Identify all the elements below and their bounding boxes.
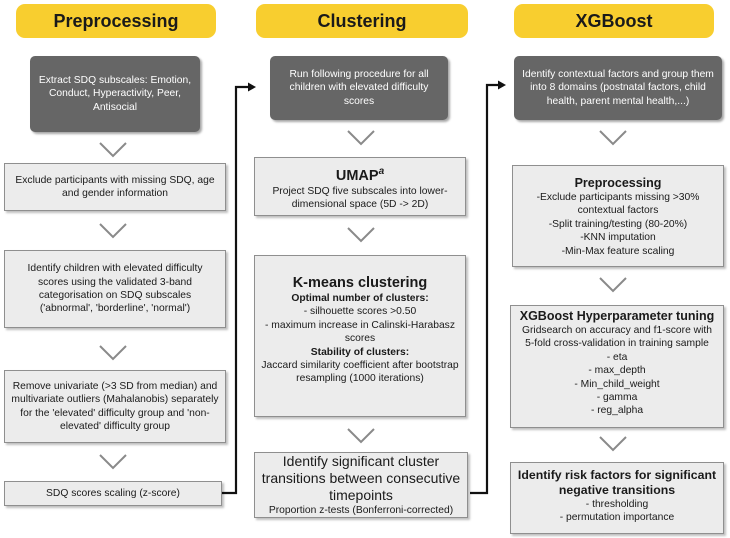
clu-umap-superscript: a	[378, 166, 385, 177]
chevron-down-icon	[99, 454, 127, 470]
xgb-param-reg-alpha: - reg_alpha	[590, 405, 644, 417]
clu-umap-box: UMAPa Project SDQ five subscales into lo…	[254, 157, 466, 216]
connector-clu-to-xgb	[470, 83, 500, 495]
connector-arrowhead-xgb	[498, 80, 506, 90]
pre-exclude-box: Exclude participants with missing SDQ, a…	[4, 163, 226, 211]
xgb-tuning-box: XGBoost Hyperparameter tuning Gridsearch…	[510, 305, 724, 428]
chevron-down-icon	[99, 142, 127, 158]
xgb-param-eta: - eta	[606, 351, 628, 363]
xgb-param-min-child-weight: - Min_child_weight	[574, 378, 660, 390]
xgb-riskfactors-thresholding: - thresholding	[585, 499, 649, 510]
clu-kmeans-title: K-means clustering	[292, 275, 428, 291]
chevron-down-icon	[599, 130, 627, 146]
connector-pre-to-clu	[222, 85, 250, 495]
pre-scaling-text: SDQ scores scaling (z-score)	[46, 487, 180, 499]
xgb-tuning-title: XGBoost Hyperparameter tuning	[519, 309, 715, 323]
xgb-tuning-text: Gridsearch on accuracy and f1-score with…	[521, 325, 712, 350]
xgb-preprocessing-line-4: -KNN imputation	[580, 232, 656, 244]
pre-scaling-box: SDQ scores scaling (z-score)	[4, 481, 222, 506]
clu-umap-text: Project SDQ five subscales into lower-di…	[272, 185, 448, 211]
chevron-down-icon	[599, 277, 627, 293]
clu-transitions-box: Identify significant cluster transitions…	[254, 452, 468, 518]
header-xgboost: XGBoost	[514, 4, 714, 38]
xgb-param-gamma: - gamma	[596, 392, 638, 404]
xgb-riskfactors-permutation: - permutation importance	[559, 512, 675, 524]
chevron-down-icon	[99, 345, 127, 361]
chevron-down-icon	[347, 428, 375, 444]
chevron-down-icon	[347, 227, 375, 243]
clu-kmeans-stability-text: Jaccard similarity coefficient after boo…	[261, 360, 459, 385]
xgb-preprocessing-box: Preprocessing -Exclude participants miss…	[512, 165, 724, 267]
clu-run-box: Run following procedure for all children…	[270, 56, 448, 120]
chevron-down-icon	[99, 223, 127, 239]
chevron-down-icon	[599, 436, 627, 452]
clu-run-text: Run following procedure for all children…	[289, 68, 429, 107]
xgb-preprocessing-line-1: -Exclude participants missing >30%	[536, 192, 700, 203]
pre-remove-box: Remove univariate (>3 SD from median) an…	[4, 370, 226, 443]
pre-exclude-text: Exclude participants with missing SDQ, a…	[15, 174, 215, 199]
clu-umap-title-text: UMAP	[335, 167, 379, 184]
chevron-down-icon	[347, 130, 375, 146]
clu-kmeans-stability-label: Stability of clusters:	[310, 346, 410, 358]
xgb-preprocessing-line-3: -Split training/testing (80-20%)	[548, 218, 688, 230]
pre-remove-text: Remove univariate (>3 SD from median) an…	[11, 380, 219, 432]
pre-extract-text: Extract SDQ subscales: Emotion, Conduct,…	[38, 74, 192, 113]
clu-transitions-title: Identify significant cluster transitions…	[261, 452, 461, 503]
clu-kmeans-bullet-2: - maximum increase in Calinski-Harabasz …	[265, 319, 455, 345]
xgb-riskfactors-title: Identify risk factors for significant ne…	[517, 468, 717, 497]
xgb-identify-text: Identify contextual factors and group th…	[522, 68, 714, 107]
xgb-riskfactors-box: Identify risk factors for significant ne…	[510, 462, 724, 534]
xgb-preprocessing-line-5: -Min-Max feature scaling	[561, 245, 675, 257]
pre-identify-box: Identify children with elevated difficul…	[4, 250, 226, 328]
pre-identify-text: Identify children with elevated difficul…	[27, 263, 203, 315]
header-preprocessing: Preprocessing	[16, 4, 216, 38]
xgb-param-max-depth: - max_depth	[588, 365, 646, 377]
connector-arrowhead-clu	[248, 82, 256, 92]
xgb-preprocessing-line-2: contextual factors	[577, 205, 659, 217]
xgb-identify-box: Identify contextual factors and group th…	[514, 56, 722, 120]
clu-umap-title: UMAPa	[336, 163, 384, 185]
clu-kmeans-box: K-means clustering Optimal number of clu…	[254, 255, 466, 417]
xgb-preprocessing-title: Preprocessing	[574, 176, 662, 190]
clu-kmeans-bullet-1: - silhouette scores >0.50	[303, 306, 417, 318]
clu-kmeans-optimal-label: Optimal number of clusters:	[291, 293, 429, 304]
header-clustering: Clustering	[256, 4, 468, 38]
clu-transitions-text: Proportion z-tests (Bonferroni-corrected…	[268, 504, 454, 516]
pre-extract-box: Extract SDQ subscales: Emotion, Conduct,…	[30, 56, 200, 132]
